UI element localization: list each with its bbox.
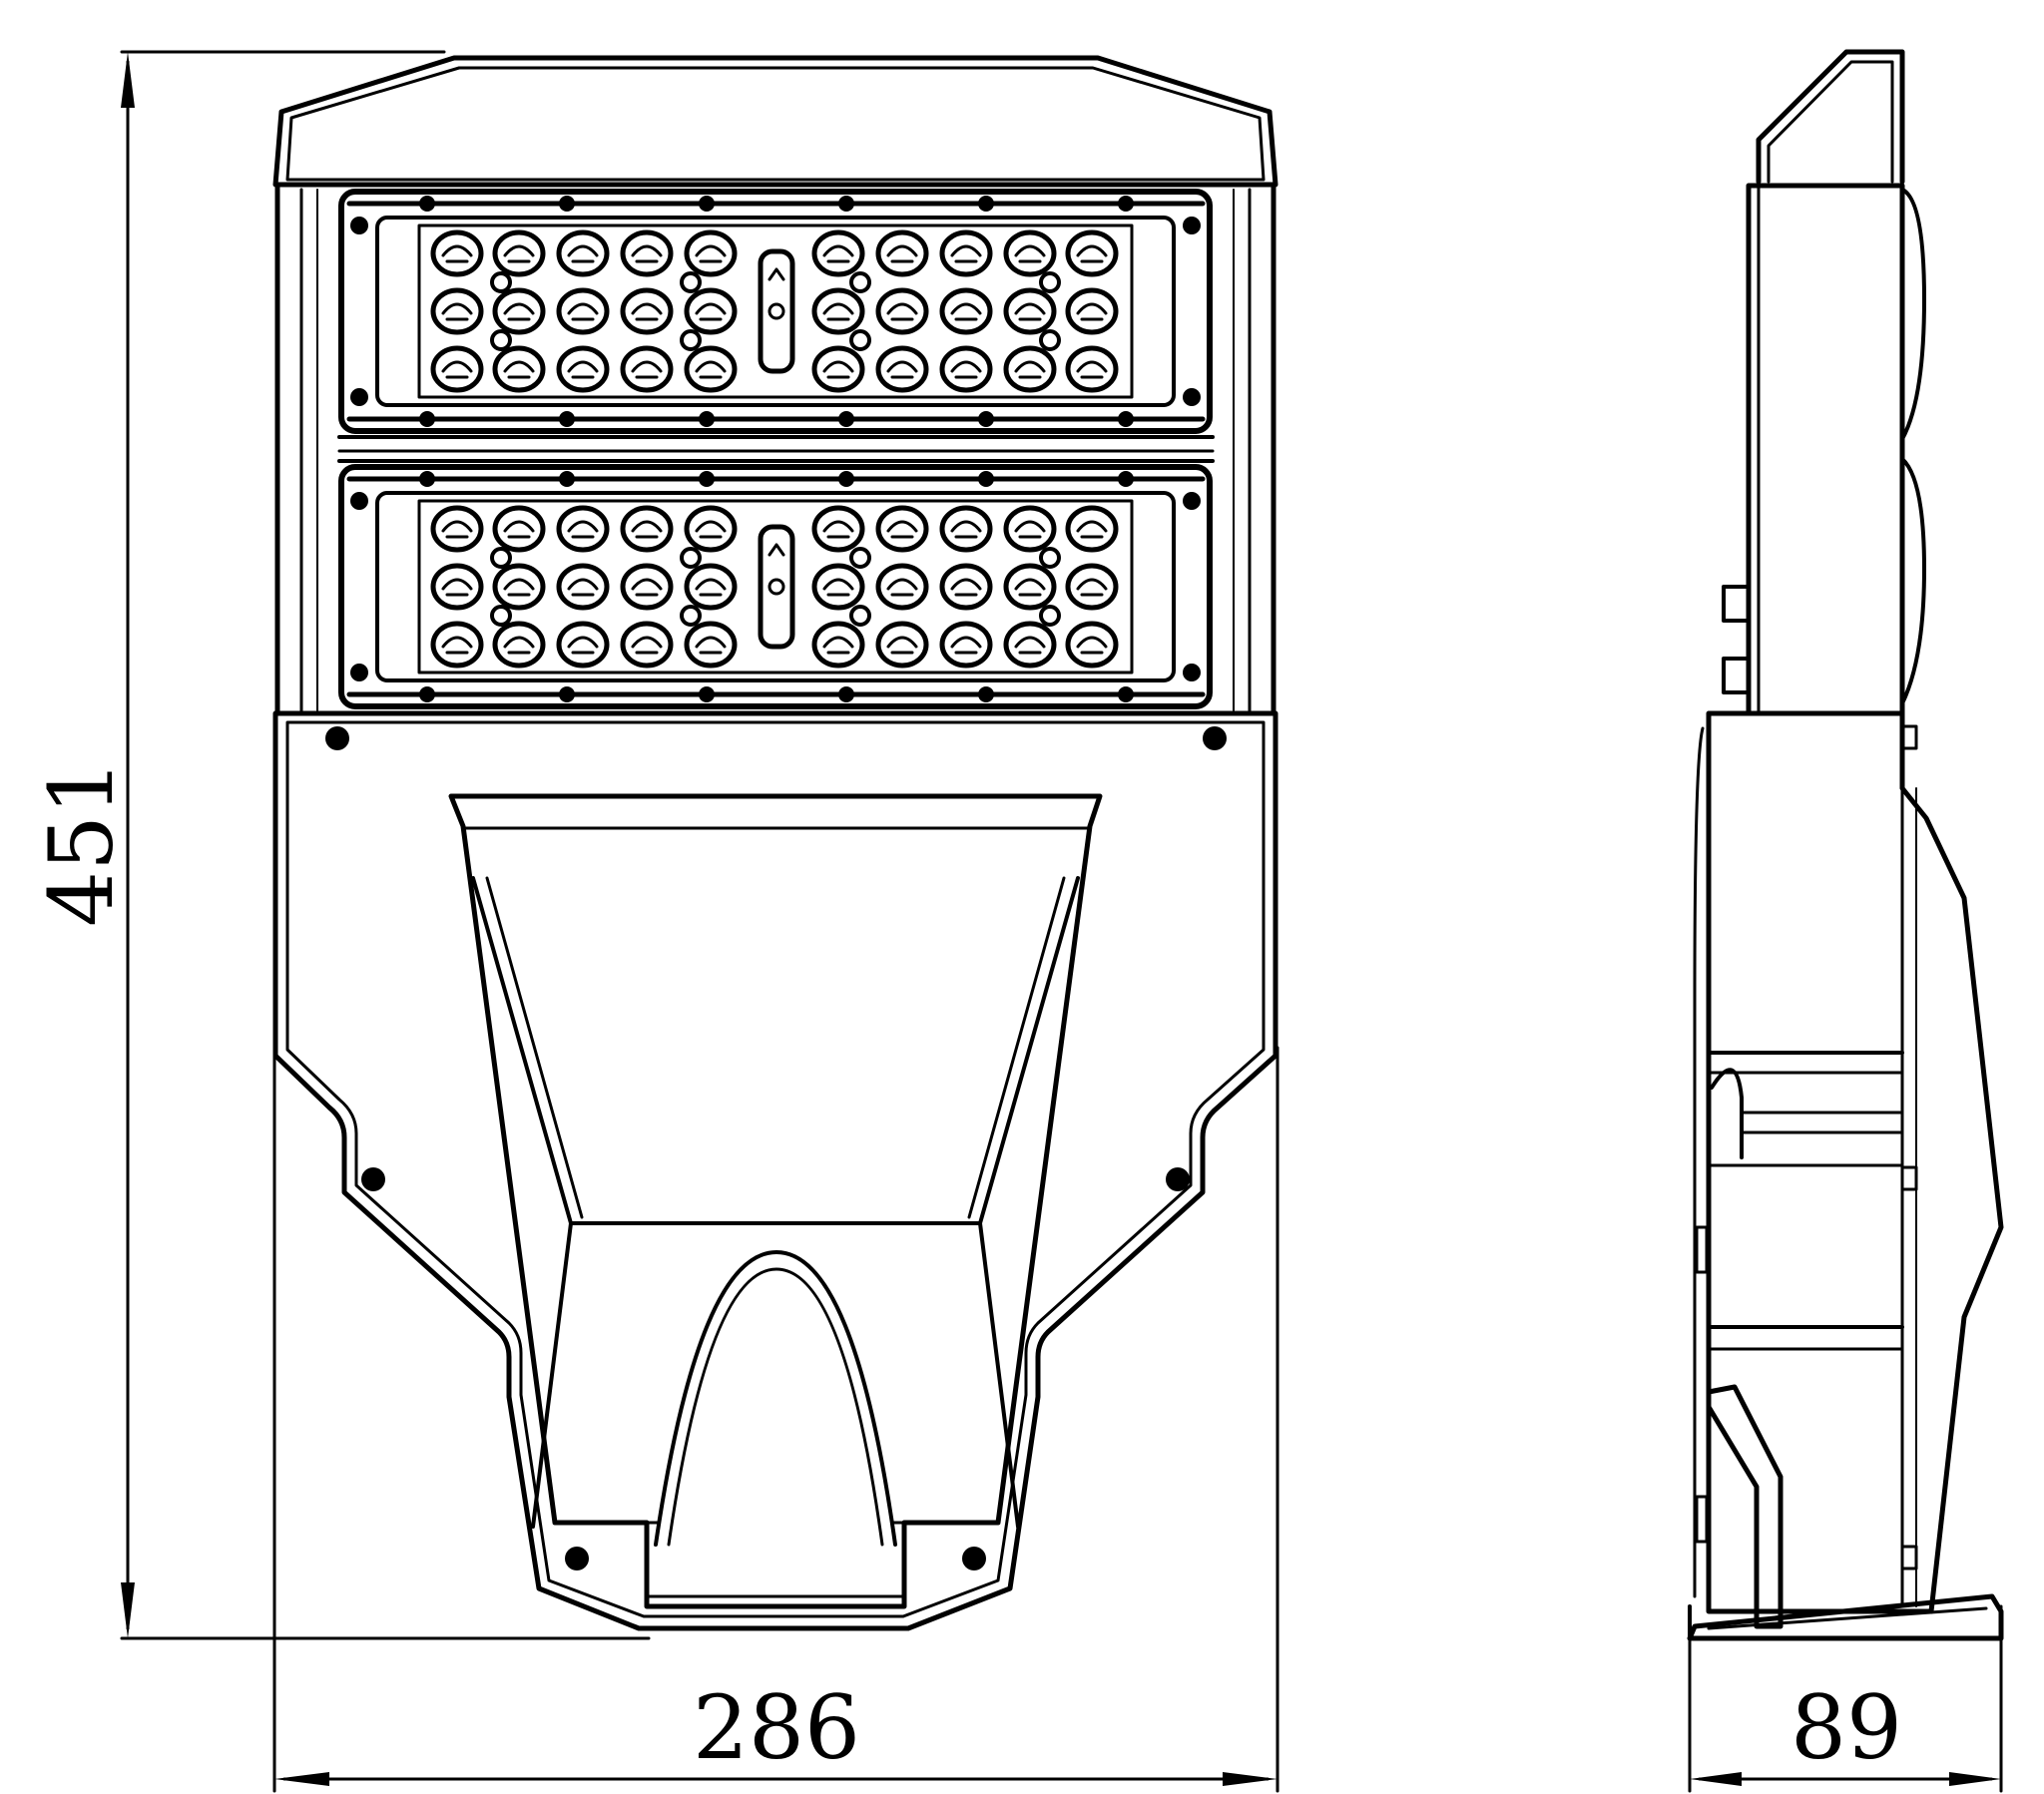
screw-bottom-left xyxy=(565,1547,589,1570)
led-lens xyxy=(556,229,610,277)
led-lens xyxy=(939,229,993,277)
led-lens xyxy=(875,345,929,393)
led-lens xyxy=(492,505,546,553)
led-lens xyxy=(1003,621,1057,669)
side-top-cap xyxy=(1756,49,1905,185)
led-lens xyxy=(620,563,674,611)
led-lens xyxy=(556,563,610,611)
led-lens xyxy=(1003,505,1057,553)
led-lens xyxy=(684,287,738,335)
led-lens xyxy=(811,563,865,611)
side-led-section xyxy=(1746,183,1905,716)
arrowhead-left xyxy=(274,1772,329,1786)
led-lens xyxy=(1003,229,1057,277)
led-lens xyxy=(492,563,546,611)
led-lens xyxy=(556,345,610,393)
screw-mid-right xyxy=(1166,1167,1190,1191)
led-lens xyxy=(1003,563,1057,611)
led-lens xyxy=(684,621,738,669)
led-lens xyxy=(492,287,546,335)
width-dimension-label: 286 xyxy=(693,1676,860,1779)
led-lens xyxy=(875,563,929,611)
depth-dimension-label: 89 xyxy=(1790,1676,1902,1779)
screw-top-left xyxy=(325,726,349,750)
led-lens xyxy=(492,345,546,393)
led-lens xyxy=(875,287,929,335)
led-lens xyxy=(939,563,993,611)
led-lens xyxy=(620,345,674,393)
led-lens xyxy=(939,345,993,393)
led-lens xyxy=(1003,345,1057,393)
led-lens xyxy=(811,505,865,553)
led-lens xyxy=(430,621,484,669)
led-lens xyxy=(1065,345,1119,393)
module-connector-band xyxy=(337,435,1215,463)
arrowhead-top xyxy=(121,52,135,108)
led-lens xyxy=(875,505,929,553)
pole-mount-bracket xyxy=(448,793,1103,1609)
led-lens xyxy=(684,229,738,277)
led-lens xyxy=(875,229,929,277)
led-lens xyxy=(1003,287,1057,335)
arrowhead-bottom xyxy=(121,1582,135,1638)
arrowhead-depth-left xyxy=(1690,1772,1742,1786)
screw-mid-left xyxy=(361,1167,385,1191)
led-lens xyxy=(430,345,484,393)
led-lens xyxy=(811,345,865,393)
led-lens xyxy=(811,621,865,669)
width-dimension: 286 xyxy=(272,1046,1279,1793)
led-lens xyxy=(556,287,610,335)
led-lens xyxy=(492,621,546,669)
led-lens xyxy=(556,621,610,669)
led-lens xyxy=(811,229,865,277)
led-lens xyxy=(620,621,674,669)
led-lens xyxy=(556,505,610,553)
led-lens xyxy=(430,505,484,553)
led-modules xyxy=(338,189,1213,709)
led-lens xyxy=(492,229,546,277)
led-lens xyxy=(875,621,929,669)
front-view xyxy=(272,55,1278,1631)
depth-dimension: 89 xyxy=(1688,1604,2003,1793)
led-lens xyxy=(430,287,484,335)
led-lens xyxy=(1065,287,1119,335)
side-pole-bracket xyxy=(1706,1384,1784,1629)
led-lens xyxy=(620,505,674,553)
arrowhead-depth-right xyxy=(1949,1772,2001,1786)
screw-bottom-right xyxy=(962,1547,986,1570)
led-lens xyxy=(939,621,993,669)
led-module xyxy=(338,189,1213,434)
arrowhead-right xyxy=(1223,1772,1278,1786)
led-module xyxy=(338,464,1213,709)
led-lens xyxy=(684,505,738,553)
led-lens xyxy=(430,229,484,277)
led-lens xyxy=(1065,505,1119,553)
led-lens xyxy=(620,287,674,335)
led-lens xyxy=(939,287,993,335)
led-lens xyxy=(1065,563,1119,611)
height-dimension: 451 xyxy=(30,50,651,1640)
led-lens xyxy=(684,563,738,611)
led-lens xyxy=(684,345,738,393)
led-lens xyxy=(939,505,993,553)
side-view xyxy=(1687,49,2004,1641)
led-lens xyxy=(1065,621,1119,669)
led-lens xyxy=(430,563,484,611)
led-lens xyxy=(1065,229,1119,277)
screw-top-right xyxy=(1203,726,1227,750)
led-lens xyxy=(620,229,674,277)
height-dimension-label: 451 xyxy=(30,759,133,927)
led-lens xyxy=(811,287,865,335)
front-housing-body xyxy=(272,710,1278,1631)
